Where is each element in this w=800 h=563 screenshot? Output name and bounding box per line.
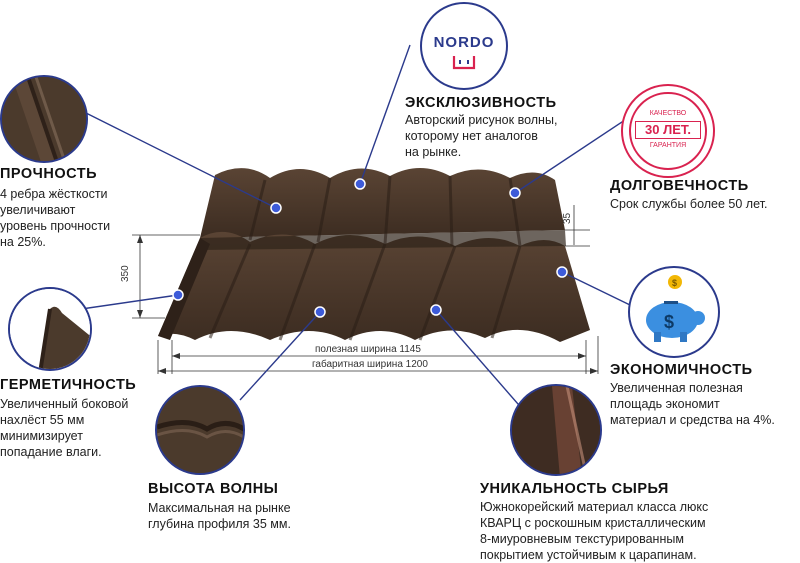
material-text: Южнокорейский материал класса люкс КВАРЦ… xyxy=(480,500,709,562)
piggy-bank-icon: $ $ xyxy=(628,266,720,358)
durability-title: ДОЛГОВЕЧНОСТЬ xyxy=(610,178,749,194)
useful-width-label: полезная ширина 1145 xyxy=(315,344,421,355)
wave-closeup-image xyxy=(155,385,245,475)
strength-text: 4 ребра жёсткости увеличивают уровень пр… xyxy=(0,187,111,249)
sealing-title: ГЕРМЕТИЧНОСТЬ xyxy=(0,377,137,393)
nordo-mark-icon xyxy=(452,56,476,70)
durability-text: Срок службы более 50 лет. xyxy=(610,197,768,211)
nordo-logo: NORDO xyxy=(420,2,508,90)
callout-dot xyxy=(556,266,568,278)
texture-closeup-image xyxy=(510,384,602,476)
exclusive-text: Авторский рисунок волны, которому нет ан… xyxy=(405,113,558,159)
callout-dot xyxy=(172,289,184,301)
step-dimension: 35 xyxy=(562,212,573,224)
strength-title: ПРОЧНОСТЬ xyxy=(0,166,98,182)
callout-dot xyxy=(270,202,282,214)
sealing-text: Увеличенный боковой нахлёст 55 мм миними… xyxy=(0,397,129,459)
callout-dot xyxy=(314,306,326,318)
callout-dot xyxy=(430,304,442,316)
rib-closeup-image xyxy=(0,75,88,163)
wave-text: Максимальная на рынке глубина профиля 35… xyxy=(148,501,291,531)
stamp-bottom-text: ГАРАНТИЯ xyxy=(649,142,687,149)
callout-dot xyxy=(509,187,521,199)
callout-dot xyxy=(354,178,366,190)
economy-title: ЭКОНОМИЧНОСТЬ xyxy=(610,362,753,378)
nordo-logo-text: NORDO xyxy=(433,34,495,51)
overlap-closeup-image xyxy=(8,287,92,371)
wave-title: ВЫСОТА ВОЛНЫ xyxy=(148,481,279,497)
guarantee-stamp: КАЧЕСТВО 30 ЛЕТ. ГАРАНТИЯ xyxy=(621,84,715,178)
exclusive-title: ЭКСКЛЮЗИВНОСТЬ xyxy=(405,95,557,111)
height-dimension: 350 xyxy=(120,265,131,282)
stamp-years-text: 30 ЛЕТ. xyxy=(635,121,701,139)
economy-text: Увеличенная полезная площадь экономит ма… xyxy=(610,381,775,427)
svg-text:$: $ xyxy=(664,312,674,332)
stamp-top-text: КАЧЕСТВО xyxy=(649,110,687,117)
total-width-label: габаритная ширина 1200 xyxy=(312,358,428,370)
svg-text:$: $ xyxy=(672,278,677,288)
material-title: УНИКАЛЬНОСТЬ СЫРЬЯ xyxy=(480,481,669,497)
